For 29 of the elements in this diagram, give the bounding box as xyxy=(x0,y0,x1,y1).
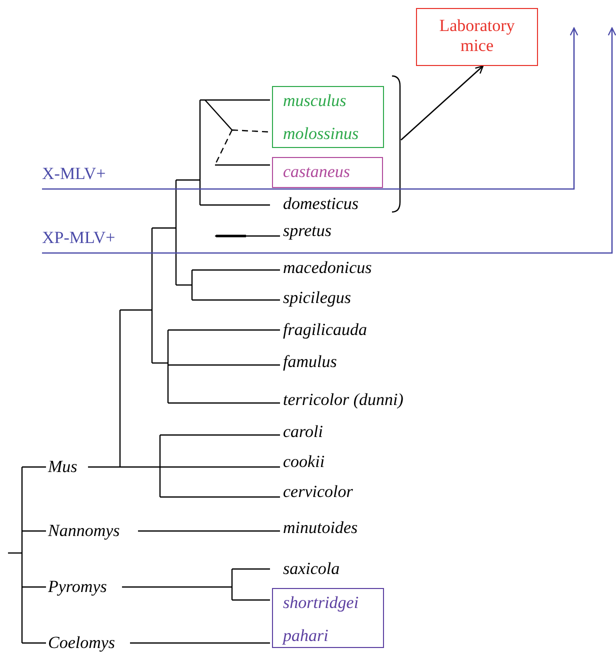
virus-label: X-MLV+ xyxy=(42,164,122,189)
taxon-name: pahari xyxy=(283,626,330,646)
arrow xyxy=(42,27,578,190)
arrow xyxy=(400,65,484,140)
taxon-name: molossinus xyxy=(283,124,360,144)
taxon-label: Mus xyxy=(48,457,86,477)
taxon-label: caroli xyxy=(283,422,353,442)
taxon-label: macedonicus xyxy=(283,258,403,278)
taxon-label: minutoides xyxy=(283,518,393,538)
taxon-label: spicilegus xyxy=(283,288,383,308)
taxon-box xyxy=(272,588,384,648)
taxon-label: Pyromys xyxy=(48,577,122,597)
taxon-box: castaneus xyxy=(272,157,383,188)
taxon-label: fragilicauda xyxy=(283,320,403,340)
taxon-label: spretus xyxy=(283,221,363,241)
taxon-box: Laboratory mice xyxy=(416,8,538,66)
virus-label: XP-MLV+ xyxy=(42,228,132,253)
taxon-label: terricolor (dunni) xyxy=(283,390,443,410)
taxon-label: cervicolor xyxy=(283,482,383,502)
arrow xyxy=(42,27,616,254)
taxon-label: Nannomys xyxy=(48,521,138,541)
taxon-name: shortridgei xyxy=(283,593,360,613)
taxon-name: musculus xyxy=(283,91,348,111)
taxon-label: Coelomys xyxy=(48,633,130,653)
taxon-label: famulus xyxy=(283,352,373,372)
taxon-box xyxy=(272,86,384,148)
taxon-label: domesticus xyxy=(283,194,393,214)
taxon-label: saxicola xyxy=(283,559,373,579)
taxon-label: cookii xyxy=(283,452,353,472)
